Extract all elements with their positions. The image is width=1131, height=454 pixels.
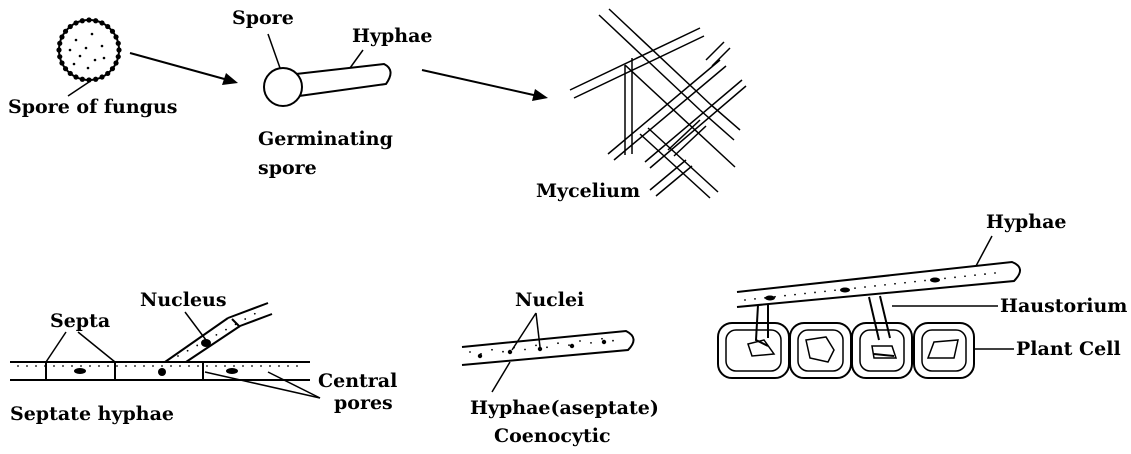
label-mycelium: Mycelium <box>536 180 640 202</box>
label-nuclei: Nuclei <box>515 289 584 311</box>
label-coenocytic: Coenocytic <box>494 425 611 447</box>
nuclei-pointer-2 <box>536 313 540 347</box>
mycelium-network <box>570 9 746 198</box>
label-germinating: Germinating <box>258 128 393 150</box>
label-hyphae-top: Hyphae <box>352 25 433 47</box>
nucleus-pointer <box>185 312 206 340</box>
hyphae-pointer <box>350 50 363 68</box>
spore-pointer <box>268 34 280 68</box>
label-germinating-spore: spore <box>258 157 317 179</box>
label-central: Central <box>318 370 397 392</box>
label-plant-cell: Plant Cell <box>1016 338 1121 360</box>
germinating-spore <box>264 64 391 106</box>
central-pores-pointer-1 <box>205 372 320 398</box>
central-pores-pointer-2 <box>268 372 320 398</box>
label-hyphae-aseptate: Hyphae(aseptate) <box>470 397 659 419</box>
aseptate-pointer <box>492 362 510 392</box>
label-septa: Septa <box>50 310 110 332</box>
label-nucleus: Nucleus <box>140 289 227 311</box>
spore-leader-line <box>68 82 89 96</box>
label-haustorium: Haustorium <box>1000 295 1127 317</box>
parasitic-hyphae <box>737 262 1020 307</box>
label-central-pores: pores <box>334 392 393 414</box>
label-hyphae-right: Hyphae <box>986 211 1067 233</box>
septa-pointer-1 <box>46 332 66 362</box>
septate-nucleus-2 <box>158 368 166 376</box>
branch-nucleus <box>201 339 211 347</box>
cell-nucleus-4 <box>928 340 958 358</box>
label-spore: Spore <box>232 7 294 29</box>
arrow-germination-to-mycelium <box>422 70 548 101</box>
septate-nucleus-1 <box>74 368 86 374</box>
hyphae-right-pointer <box>976 236 992 266</box>
label-spore-of-fungus: Spore of fungus <box>8 96 177 118</box>
cell-nucleus-2 <box>806 337 834 362</box>
aseptate-hyphae <box>462 331 634 365</box>
nuclei-pointer-1 <box>512 313 536 350</box>
septate-nucleus-3 <box>226 368 238 374</box>
arrow-spore-to-germination <box>130 53 238 85</box>
label-septate-hyphae: Septate hyphae <box>10 403 174 425</box>
septa-pointer-2 <box>78 332 115 362</box>
fungal-spore <box>56 17 121 82</box>
haustoria <box>748 296 896 358</box>
